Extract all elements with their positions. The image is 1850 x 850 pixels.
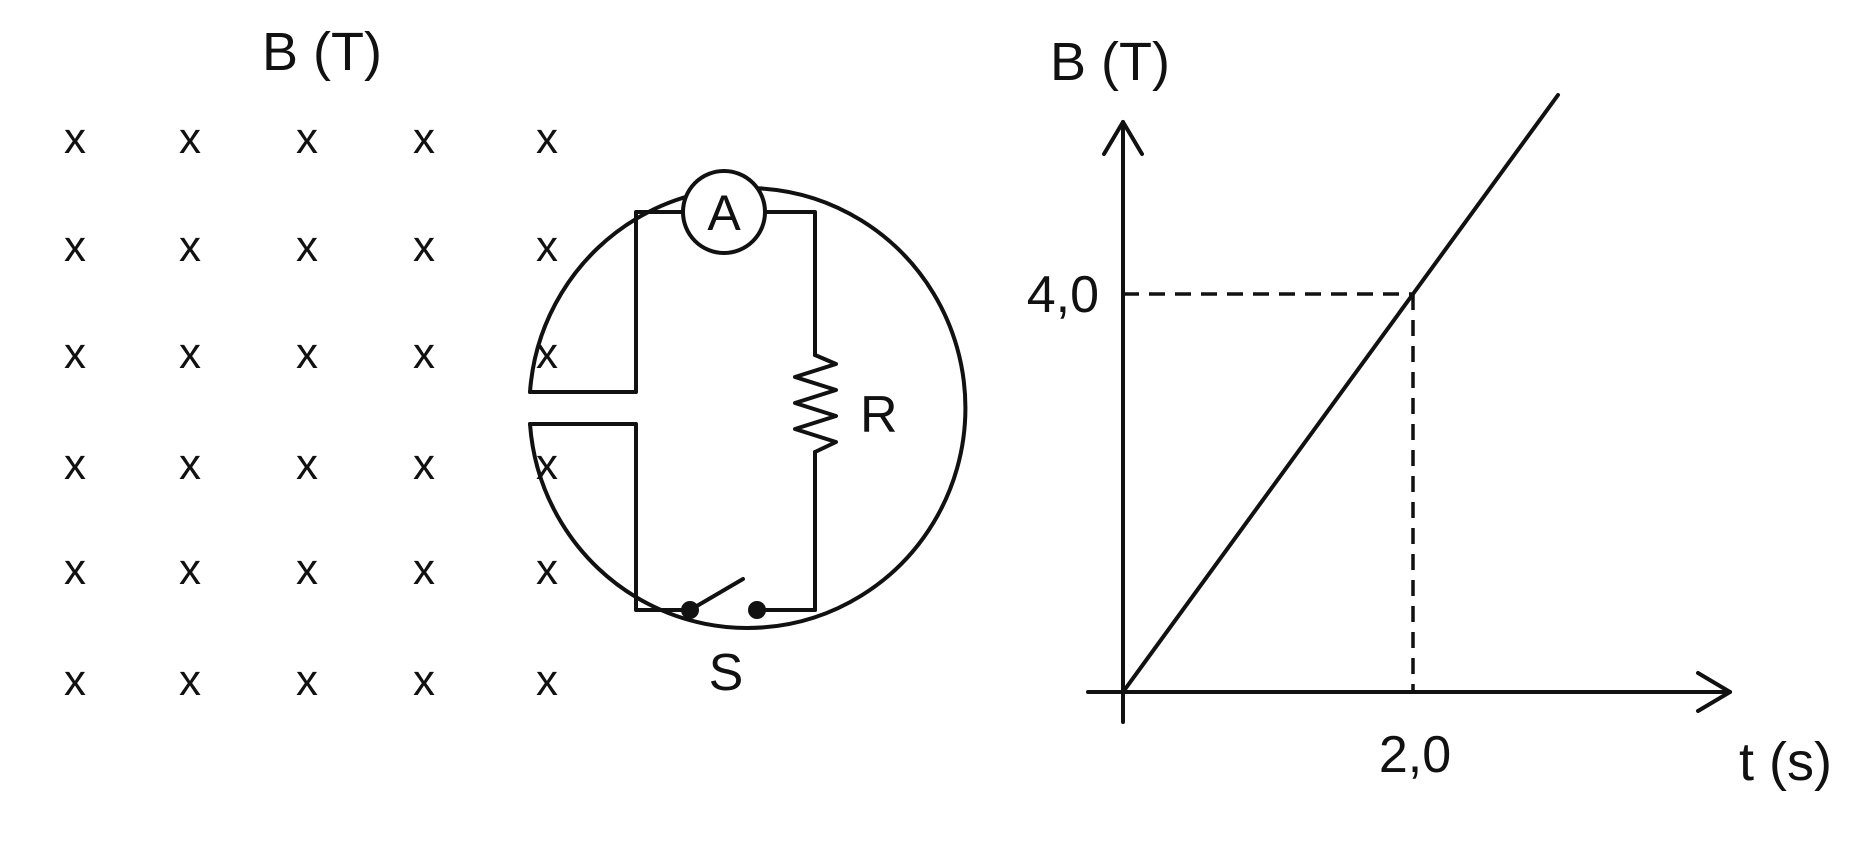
field-x-mark: x — [296, 329, 318, 378]
field-x-mark: x — [536, 545, 558, 594]
b-vs-t-chart: B (T) t (s) 4,0 2,0 — [1027, 32, 1832, 792]
resistor-label: R — [860, 386, 898, 444]
field-x-mark: x — [64, 222, 86, 271]
wire-loop — [528, 186, 968, 630]
switch-lever — [688, 577, 745, 612]
field-x-mark: x — [536, 656, 558, 705]
ammeter-symbol — [681, 169, 767, 255]
field-x-mark: x — [179, 329, 201, 378]
field-x-mark: x — [64, 545, 86, 594]
y-tick-label: 4,0 — [1027, 266, 1099, 324]
field-x-mark: x — [413, 222, 435, 271]
wire-lead-top — [528, 210, 685, 394]
field-x-mark: x — [64, 656, 86, 705]
y-axis-label: B (T) — [1050, 32, 1170, 92]
ammeter-label: A — [707, 185, 741, 241]
y-axis-arrowhead — [1102, 120, 1144, 156]
x-tick-label: 2,0 — [1379, 726, 1451, 784]
field-x-mark: x — [413, 545, 435, 594]
field-x-mark: x — [296, 222, 318, 271]
field-x-mark: x — [179, 114, 201, 163]
field-x-mark: x — [296, 114, 318, 163]
field-x-mark: x — [179, 222, 201, 271]
field-x-mark: x — [536, 114, 558, 163]
field-x-mark: x — [536, 222, 558, 271]
switch-label: S — [709, 644, 744, 702]
wire-lead-bottom — [528, 422, 692, 612]
field-x-mark: x — [64, 114, 86, 163]
x-axis-arrowhead — [1696, 671, 1732, 713]
series-line-b-of-t — [1121, 93, 1560, 694]
field-label: B (T) — [262, 22, 382, 82]
field-x-mark: x — [296, 545, 318, 594]
field-x-mark: x — [413, 656, 435, 705]
field-x-mark: x — [413, 329, 435, 378]
field-x-mark: x — [179, 656, 201, 705]
field-x-mark: x — [64, 440, 86, 489]
field-x-mark: x — [296, 440, 318, 489]
field-x-mark: x — [536, 440, 558, 489]
field-x-mark: x — [413, 114, 435, 163]
x-axis-label: t (s) — [1739, 732, 1832, 792]
field-x-mark: x — [413, 440, 435, 489]
field-x-mark: x — [179, 545, 201, 594]
field-x-mark: x — [179, 440, 201, 489]
wire-ammeter-right — [763, 210, 817, 357]
switch-contact-right — [748, 601, 766, 619]
resistor-symbol — [793, 353, 838, 454]
field-x-mark: x — [296, 656, 318, 705]
field-x-mark: x — [64, 329, 86, 378]
